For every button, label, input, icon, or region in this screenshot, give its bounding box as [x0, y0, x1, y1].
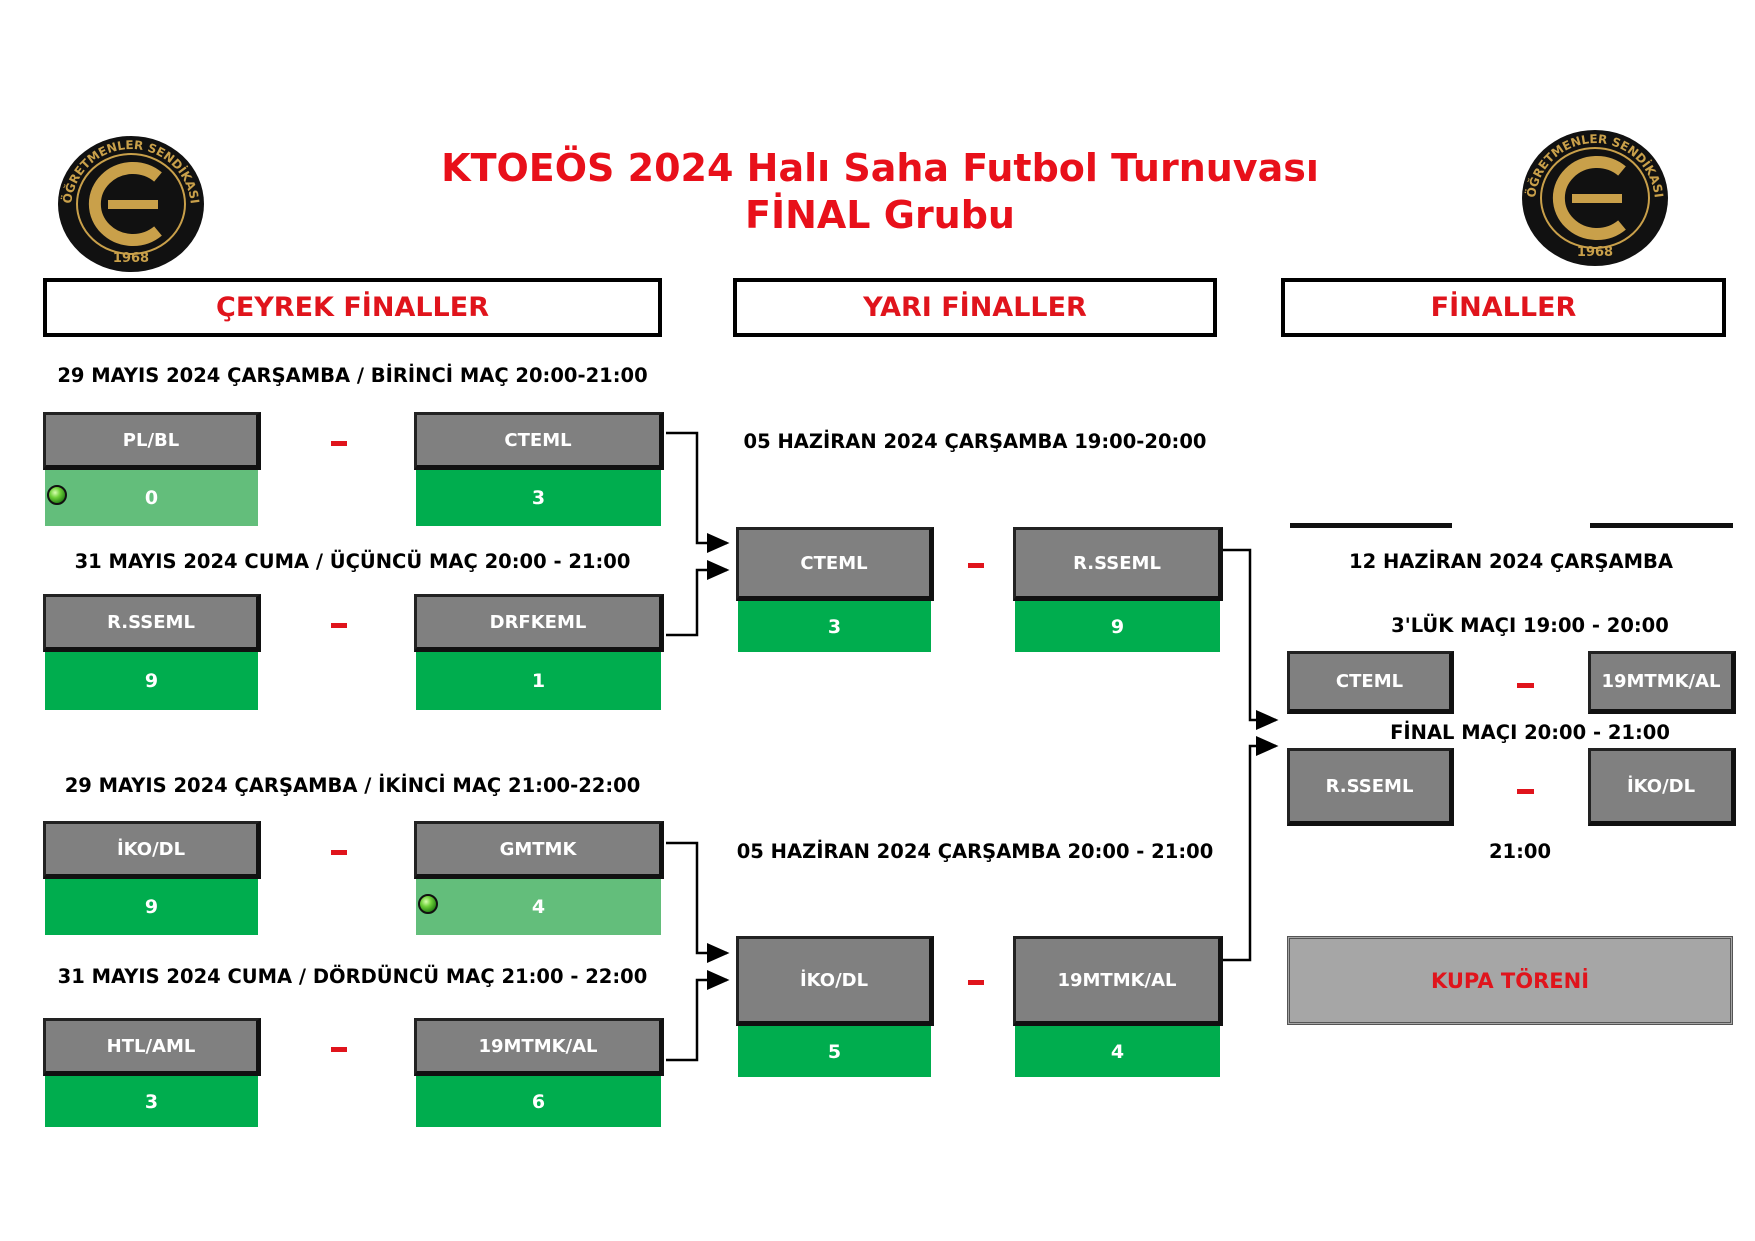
- quarterfinal-2-home-score: 9: [45, 879, 258, 935]
- semifinal-2-home-team: İKO/DL: [736, 936, 934, 1026]
- header-finals: FİNALLER: [1281, 278, 1726, 337]
- versus-dash: [331, 441, 347, 446]
- final-away-team: İKO/DL: [1588, 748, 1736, 826]
- quarterfinal-4-home-team: HTL/AML: [43, 1018, 261, 1076]
- quarterfinal-3-home-team: R.SSEML: [43, 594, 261, 652]
- quarterfinal-4-home-score: 3: [45, 1076, 258, 1127]
- page-subtitle: FİNAL Grubu: [745, 193, 1015, 237]
- quarterfinal-1-date: 29 MAYIS 2024 ÇARŞAMBA / BİRİNCİ MAÇ 20:…: [57, 364, 648, 387]
- semifinal-1-away-score: 9: [1015, 601, 1220, 652]
- semifinal-2-away-team: 19MTMK/AL: [1013, 936, 1223, 1026]
- quarterfinal-1-away-team: CTEML: [414, 412, 664, 470]
- final-match-label: FİNAL MAÇI 20:00 - 21:00: [1390, 721, 1670, 744]
- divider-line: [1590, 523, 1733, 528]
- quarterfinal-4-away-team: 19MTMK/AL: [414, 1018, 664, 1076]
- versus-dash: [968, 980, 984, 985]
- versus-dash: [331, 850, 347, 855]
- quarterfinal-1-home-team: PL/BL: [43, 412, 261, 470]
- third-place-label: 3'LÜK MAÇI 19:00 - 20:00: [1391, 614, 1669, 637]
- quarterfinal-4-date: 31 MAYIS 2024 CUMA / DÖRDÜNCÜ MAÇ 21:00 …: [57, 965, 648, 988]
- logo-year: 1968: [113, 251, 149, 266]
- header-quarterfinals: ÇEYREK FİNALLER: [43, 278, 662, 337]
- green-indicator-icon: [418, 894, 438, 914]
- final-home-team: R.SSEML: [1287, 748, 1454, 826]
- union-logo-left: ÖĞRETMENLER SENDİKASI 1968: [56, 134, 206, 274]
- semifinal-1-date: 05 HAZİRAN 2024 ÇARŞAMBA 19:00-20:00: [743, 430, 1207, 453]
- third-place-away-team: 19MTMK/AL: [1588, 651, 1736, 714]
- versus-dash: [968, 563, 984, 568]
- finals-date: 12 HAZİRAN 2024 ÇARŞAMBA: [1349, 550, 1673, 573]
- union-logo-right: ÖĞRETMENLER SENDİKASI 1968: [1520, 128, 1670, 268]
- third-place-home-team: CTEML: [1287, 651, 1454, 714]
- versus-dash: [1517, 683, 1534, 688]
- quarterfinal-1-away-score: 3: [416, 470, 661, 526]
- semifinal-2-away-score: 4: [1015, 1026, 1220, 1077]
- versus-dash: [331, 1047, 347, 1052]
- quarterfinal-3-home-score: 9: [45, 652, 258, 710]
- quarterfinal-3-date: 31 MAYIS 2024 CUMA / ÜÇÜNCÜ MAÇ 20:00 - …: [74, 550, 631, 573]
- versus-dash: [1517, 789, 1534, 794]
- divider-line: [1290, 523, 1452, 528]
- versus-dash: [331, 623, 347, 628]
- semifinal-1-away-team: R.SSEML: [1013, 527, 1223, 601]
- quarterfinal-2-home-team: İKO/DL: [43, 821, 261, 879]
- semifinal-2-home-score: 5: [738, 1026, 931, 1077]
- quarterfinal-3-away-score: 1: [416, 652, 661, 710]
- quarterfinal-2-date: 29 MAYIS 2024 ÇARŞAMBA / İKİNCİ MAÇ 21:0…: [64, 774, 641, 797]
- header-semifinals: YARI FİNALLER: [733, 278, 1217, 337]
- quarterfinal-2-away-score: 4: [416, 879, 661, 935]
- trophy-ceremony-box: KUPA TÖRENİ: [1287, 936, 1733, 1025]
- semifinal-2-date: 05 HAZİRAN 2024 ÇARŞAMBA 20:00 - 21:00: [736, 840, 1214, 863]
- quarterfinal-3-away-team: DRFKEML: [414, 594, 664, 652]
- quarterfinal-1-home-score: 0: [45, 470, 258, 526]
- semifinal-1-home-score: 3: [738, 601, 931, 652]
- quarterfinal-4-away-score: 6: [416, 1076, 661, 1127]
- quarterfinal-2-away-team: GMTMK: [414, 821, 664, 879]
- logo-year: 1968: [1577, 245, 1613, 260]
- page-title: KTOEÖS 2024 Halı Saha Futbol Turnuvası: [441, 146, 1319, 190]
- green-indicator-icon: [47, 485, 67, 505]
- final-time: 21:00: [1488, 840, 1552, 863]
- semifinal-1-home-team: CTEML: [736, 527, 934, 601]
